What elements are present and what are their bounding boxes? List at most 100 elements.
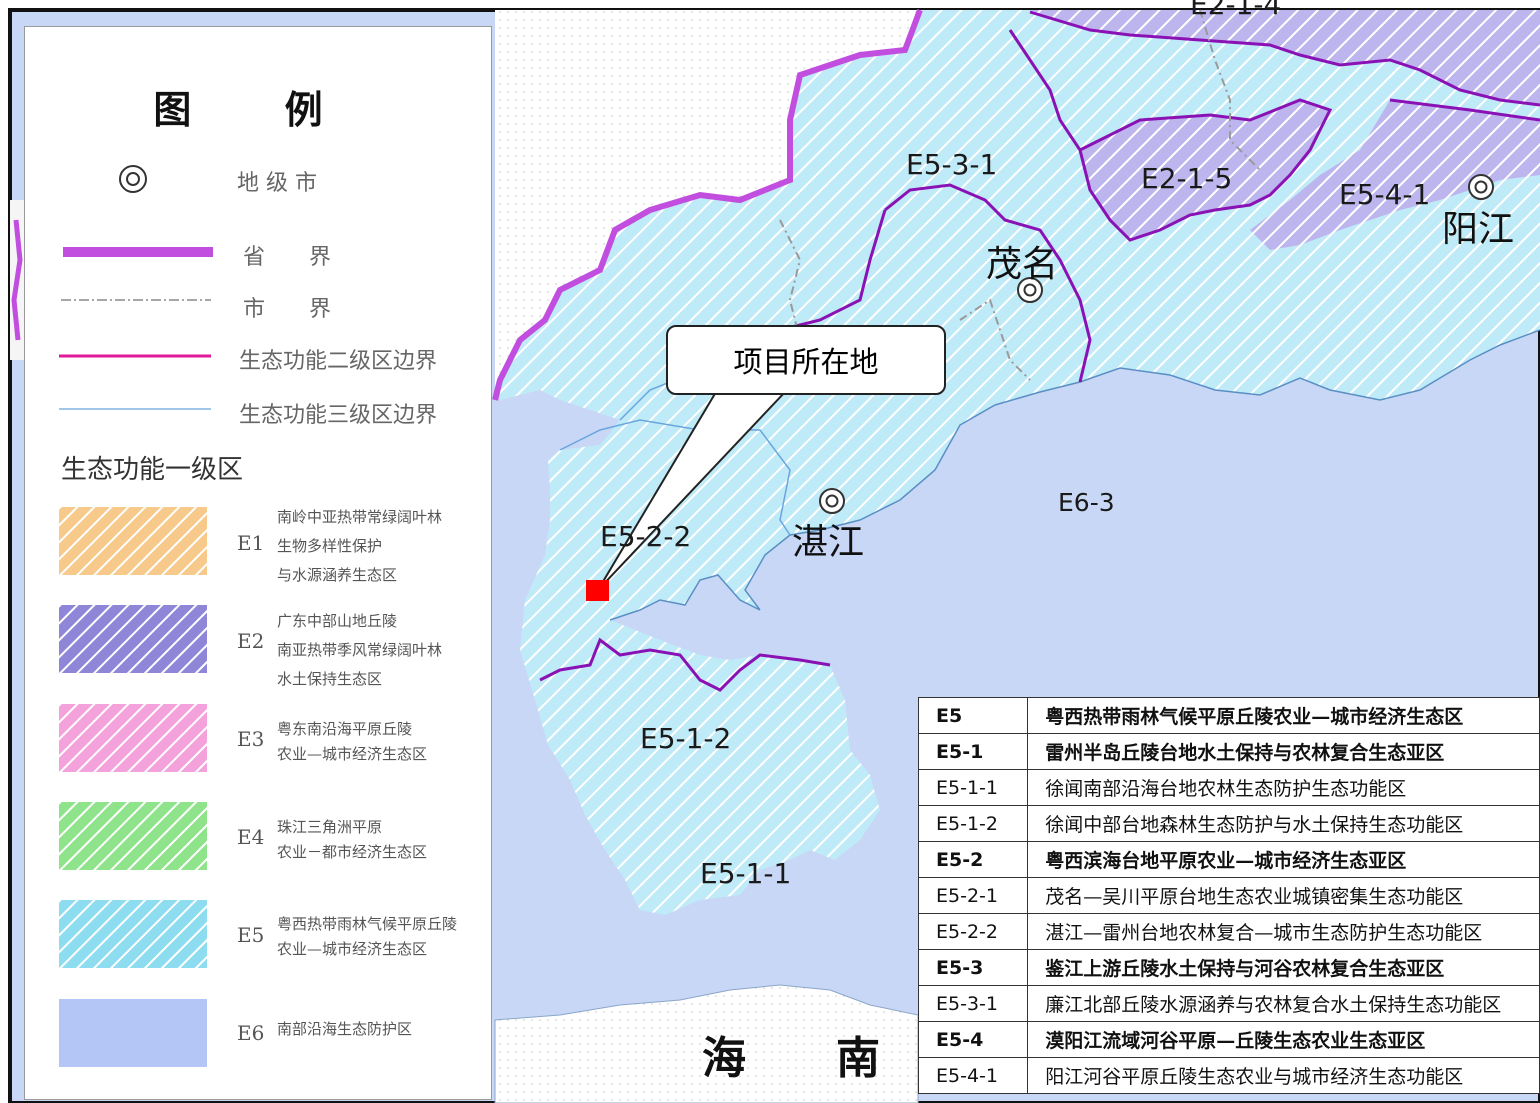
zone-desc-cell: 徐闻南部沿海台地农林生态防护生态功能区	[1027, 769, 1540, 806]
city-boundary-icon	[61, 299, 211, 301]
zone-desc-cell: 徐闻中部台地森林生态防护与水土保持生态功能区	[1027, 805, 1540, 842]
zone-code-e1: E1	[237, 531, 265, 555]
zone-desc-line: 农业—城市经济生态区	[277, 940, 428, 958]
zone-label-e2-1-5: E2-1-5	[1141, 162, 1233, 195]
zone-code-cell: E5-2-2	[917, 913, 1029, 950]
city-symbol-zhanjiang	[819, 488, 845, 514]
zone-desc-cell: 雷州半岛丘陵台地水土保持与农林复合生态亚区	[1027, 733, 1540, 770]
zone-code-cell: E5-1	[917, 733, 1029, 770]
zone-desc-line: 南亚热带季风常绿阔叶林	[277, 641, 443, 659]
level2-boundary-e	[779, 209, 887, 332]
zone-code-cell: E5-4	[917, 1021, 1029, 1058]
zone-swatch-e5	[59, 900, 207, 968]
legend-label-city: 地 级 市	[237, 171, 317, 196]
level2-boundary-icon	[59, 354, 211, 358]
zone-label-e5-2-2: E5-2-2	[600, 520, 692, 553]
zone-desc-line: 农业－都市经济生态区	[277, 843, 428, 861]
zone-desc-line: 珠江三角洲平原	[277, 818, 383, 836]
zone-code-e5: E5	[237, 923, 265, 947]
zone-label-e6-3: E6-3	[1058, 488, 1115, 517]
zone-swatch-e2	[59, 605, 207, 673]
legend-label-city-boundary: 市 界	[243, 297, 332, 322]
zone-code-e3: E3	[237, 727, 265, 751]
zone-label-e2-1-4: E2-1-4	[1190, 0, 1282, 21]
zone-desc-cell: 廉江北部丘陵水源涵养与农林复合水土保持生态功能区	[1027, 985, 1540, 1022]
e2-zone-215	[1080, 100, 1330, 240]
sea-label-hainan: 海南	[702, 1033, 970, 1084]
e2-zone-east	[1250, 100, 1540, 250]
zone-desc-line: 农业—城市经济生态区	[277, 745, 428, 763]
zone-desc-e5: 粤西热带雨林气候平原丘陵 农业—城市经济生态区	[277, 912, 457, 962]
zone-desc-line: 南部沿海生态防护区	[277, 1020, 413, 1038]
zone-swatch-e3	[59, 704, 207, 772]
zone-desc-e6: 南部沿海生态防护区	[277, 1015, 412, 1044]
zone-desc-cell: 漠阳江流域河谷平原—丘陵生态农业生态亚区	[1027, 1021, 1540, 1058]
zone-desc-cell: 鉴江上游丘陵水土保持与河谷农林复合生态亚区	[1027, 949, 1540, 986]
zone-label-e5-3-1: E5-3-1	[906, 148, 998, 181]
zone-label-e5-4-1: E5-4-1	[1339, 178, 1431, 211]
zone-code-cell: E5-2-1	[917, 877, 1029, 914]
zone-code-e6: E6	[237, 1021, 265, 1045]
project-location-callout: 项目所在地	[666, 325, 946, 395]
level3-boundary-icon	[59, 408, 211, 410]
zone-desc-cell: 阳江河谷平原丘陵生态农业与城市经济生态功能区	[1027, 1057, 1540, 1094]
outside-province-land	[495, 10, 920, 400]
level2-boundary-c	[1008, 29, 1540, 151]
zone-desc-line: 粤东南沿海平原丘陵	[277, 720, 413, 738]
zone-code-cell: E5-2	[917, 841, 1029, 878]
zone-code-cell: E5-3	[917, 949, 1029, 986]
zone-code-cell: E5-1-1	[917, 769, 1029, 806]
city-label-zhanjiang: 湛江	[792, 522, 865, 563]
legend-title: 图 例	[153, 88, 363, 132]
zone-desc-line: 水土保持生态区	[277, 670, 383, 688]
zone-desc-cell: 茂名—吴川平原台地生态农业城镇密集生态功能区	[1027, 877, 1540, 914]
city-symbol-yangjiang	[1468, 174, 1494, 200]
zone-swatch-e4	[59, 802, 207, 870]
e2-zone-north	[1030, 10, 1540, 105]
zone-desc-line: 生物多样性保护	[277, 537, 383, 555]
legend-label-province: 省 界	[243, 245, 332, 270]
zone-desc-e4: 珠江三角洲平原 农业－都市经济生态区	[277, 815, 427, 865]
legend-zones-heading: 生态功能一级区	[61, 455, 244, 485]
city-label-yangjiang: 阳江	[1442, 209, 1515, 250]
zone-code-cell: E5-3-1	[917, 985, 1029, 1022]
zone-swatch-e1	[59, 507, 207, 575]
zone-code-cell: E5-4-1	[917, 1057, 1029, 1094]
zone-code-cell: E5-1-2	[917, 805, 1029, 842]
city-boundary-c	[1199, 9, 1261, 171]
zone-desc-line: 粤西热带雨林气候平原丘陵	[277, 915, 458, 933]
city-boundary-a	[779, 219, 802, 341]
level2-boundary-f	[539, 637, 831, 692]
zone-desc-cell: 粤西热带雨林气候平原丘陵农业—城市经济生态区	[1027, 697, 1540, 734]
city-label-maoming: 茂名	[986, 244, 1059, 285]
province-boundary-icon	[63, 247, 213, 257]
legend-label-level3: 生态功能三级区边界	[239, 403, 438, 428]
zone-desc-cell: 湛江—雷州台地农林复合—城市生态防护生态功能区	[1027, 913, 1540, 950]
zone-desc-e1: 南岭中亚热带常绿阔叶林 生物多样性保护 与水源涵养生态区	[277, 503, 442, 590]
city-boundary-b	[959, 298, 1031, 381]
map-legend: 图 例 地 级 市 省 界 市 界 生态功能二级区边界 生态功能三级区边界 生态…	[24, 26, 492, 1100]
zone-label-e5-1-1: E5-1-1	[700, 857, 792, 890]
level2-boundary-a	[1029, 10, 1540, 107]
legend-label-level2: 生态功能二级区边界	[239, 349, 438, 374]
zone-label-e5-1-2: E5-1-2	[640, 722, 732, 755]
zone-code-cell: E5	[917, 697, 1029, 734]
level2-boundary-b	[1078, 98, 1333, 242]
level2-boundary-d	[884, 183, 1092, 383]
project-site-marker	[586, 580, 609, 601]
zone-desc-e2: 广东中部山地丘陵 南亚热带季风常绿阔叶林 水土保持生态区	[277, 607, 442, 694]
zone-desc-e3: 粤东南沿海平原丘陵 农业—城市经济生态区	[277, 717, 427, 767]
zone-desc-line: 与水源涵养生态区	[277, 566, 398, 584]
city-symbol-maoming	[1017, 277, 1043, 303]
